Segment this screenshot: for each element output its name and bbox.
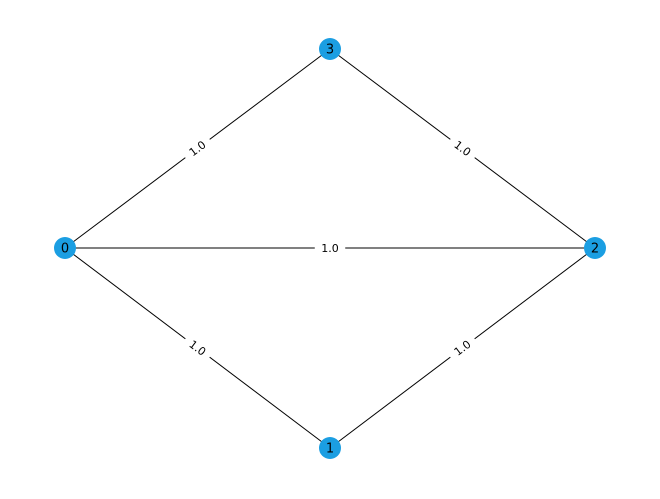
edge-label-group-0-1: 1.0 — [181, 333, 214, 363]
node-3 — [319, 38, 341, 60]
edge-label-bbox — [181, 134, 214, 163]
edge-label-bbox — [446, 333, 479, 363]
edge-label-bbox — [314, 240, 346, 256]
edge-label-bbox — [446, 134, 479, 163]
node-label-1: 1 — [326, 442, 334, 457]
node-1 — [319, 437, 341, 459]
edge-weight-label: 1.0 — [321, 242, 339, 255]
edge-label-group-0-3: 1.0 — [181, 134, 214, 163]
edge-label-bbox — [181, 333, 214, 363]
node-label-0: 0 — [61, 242, 69, 257]
node-2 — [584, 237, 606, 259]
node-0 — [54, 237, 76, 259]
edge-label-group-0-2: 1.0 — [314, 240, 346, 256]
node-label-3: 3 — [326, 43, 334, 58]
node-label-2: 2 — [591, 242, 599, 257]
edge-label-group-1-2: 1.0 — [446, 333, 479, 363]
edge-label-group-3-2: 1.0 — [446, 134, 479, 163]
